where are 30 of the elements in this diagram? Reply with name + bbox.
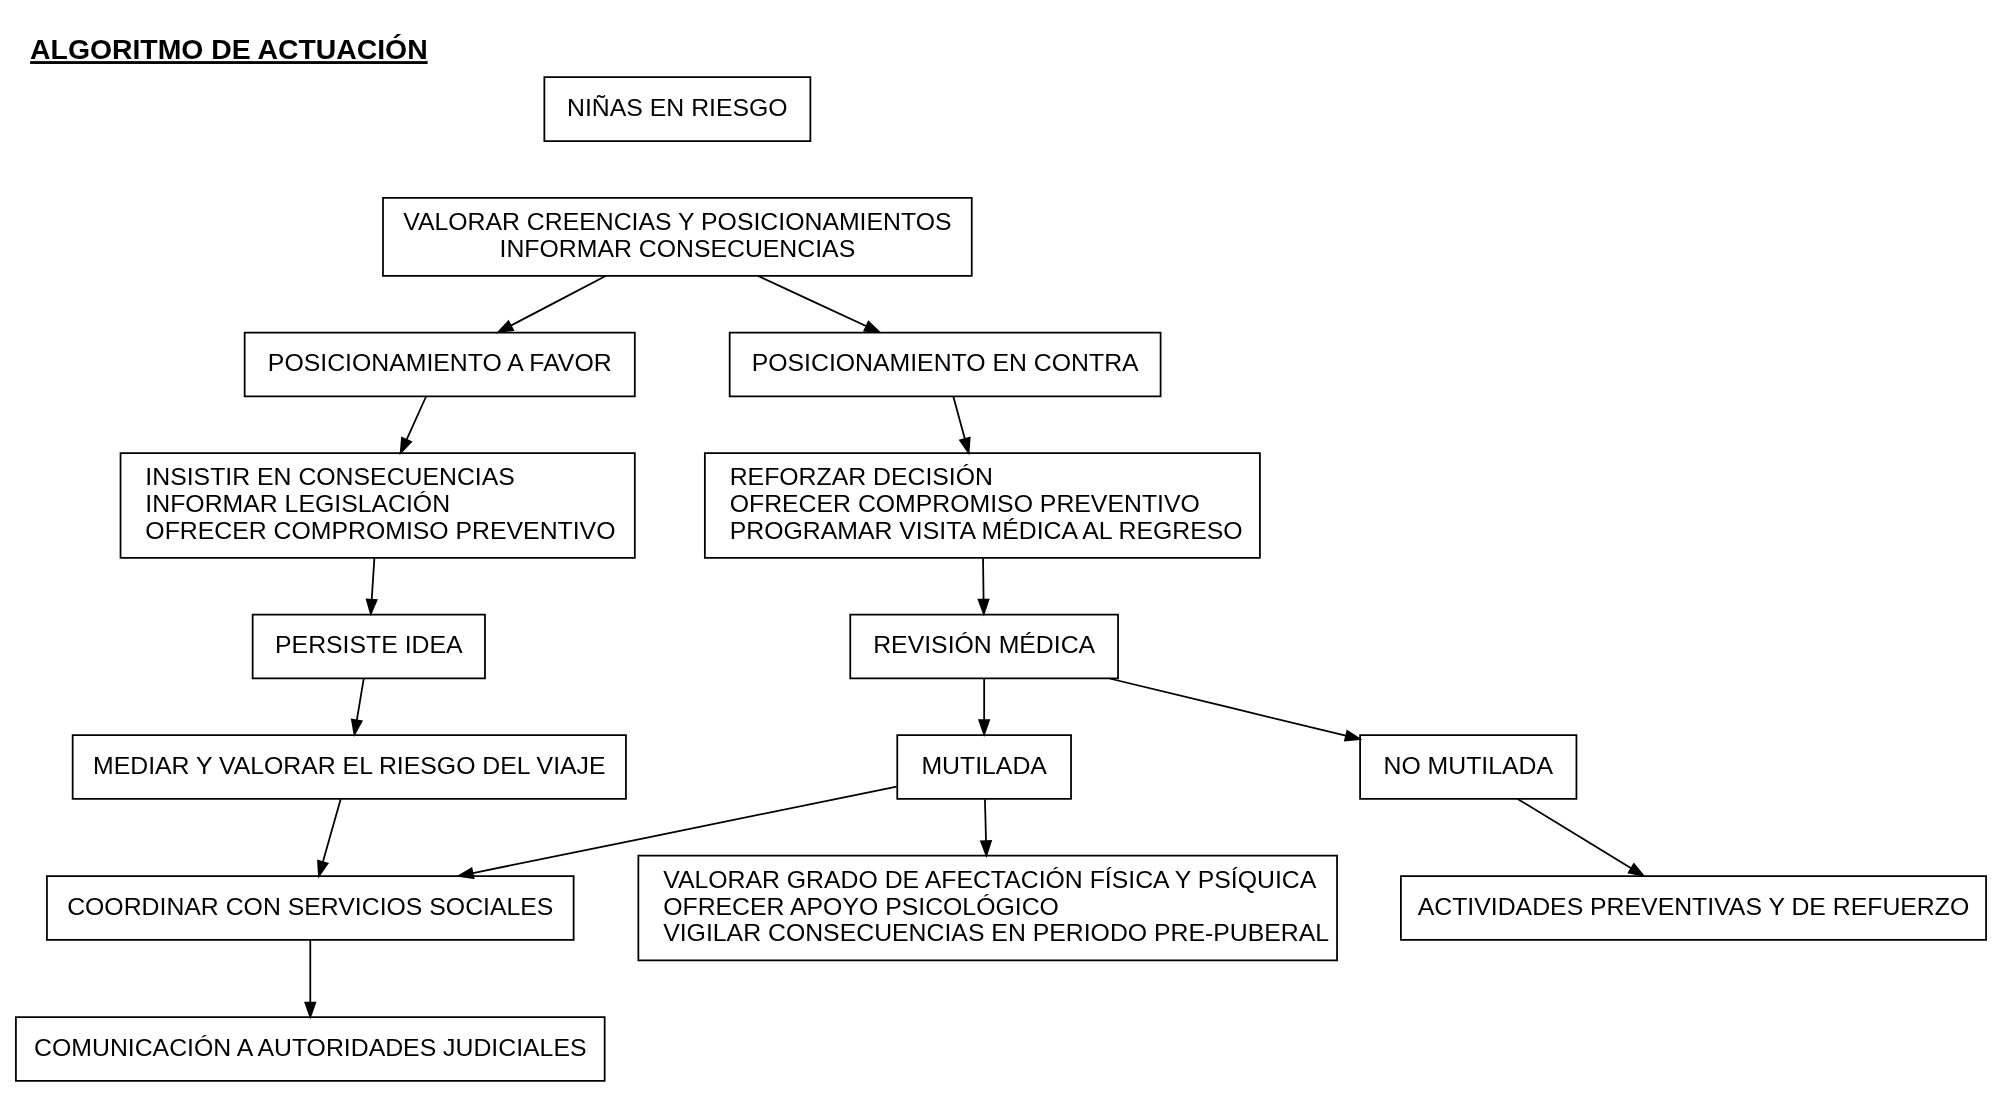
node-box: ACTIVIDADES PREVENTIVAS Y DE REFUERZO xyxy=(1400,875,1987,941)
node-box: MEDIAR Y VALORAR EL RIESGO DEL VIAJE xyxy=(71,734,627,800)
node-box: REFORZAR DECISIÓN OFRECER COMPROMISO PREVENTIVO PROGRAMAR VISITA MÉDICA AL REGRESO xyxy=(703,452,1261,559)
node-box: COMUNICACIÓN A AUTORIDADES JUDICIALES xyxy=(15,1016,606,1082)
node-box: MUTILADA xyxy=(896,734,1072,800)
arrow xyxy=(977,557,990,617)
node-box: POSICIONAMIENTO EN CONTRA xyxy=(728,331,1162,398)
node-box: COORDINAR CON SERVICIOS SOCIALES xyxy=(46,875,575,941)
arrow xyxy=(756,274,882,334)
node-box: PERSISTE IDEA xyxy=(251,613,486,680)
diagram-title: ALGORITMO DE ACTUACIÓN xyxy=(30,33,428,66)
arrow xyxy=(1108,677,1363,742)
arrow xyxy=(979,798,993,858)
node-box: INSISTIR EN CONSECUENCIAS INFORMAR LEGISLACIÓN OFRECER COMPROMISO PREVENTIVO xyxy=(119,452,636,559)
arrow xyxy=(350,678,365,737)
arrow xyxy=(304,939,317,1020)
arrow xyxy=(952,395,971,456)
arrow xyxy=(456,785,898,880)
arrow xyxy=(317,798,342,879)
node-box: VALORAR CREENCIAS Y POSICIONAMIENTOS INFORMAR CONSECUENCIAS xyxy=(382,196,973,277)
arrow xyxy=(495,274,607,334)
node-box: NO MUTILADA xyxy=(1359,734,1578,800)
node-box: NIÑAS EN RIESGO xyxy=(543,76,812,142)
arrow xyxy=(365,557,378,617)
node-box: REVISIÓN MÉDICA xyxy=(849,613,1119,680)
arrow xyxy=(977,678,991,737)
node-box: POSICIONAMIENTO A FAVOR xyxy=(243,331,636,398)
arrow xyxy=(1516,798,1646,878)
arrow xyxy=(399,395,427,456)
node-box: VALORAR GRADO DE AFECTACIÓN FÍSICA Y PSÍQUICA OFRECER APOYO PSICOLÓGICO VIGILAR CONSECUENCIAS EN PERIODO PRE-PUBERAL xyxy=(637,854,1338,962)
